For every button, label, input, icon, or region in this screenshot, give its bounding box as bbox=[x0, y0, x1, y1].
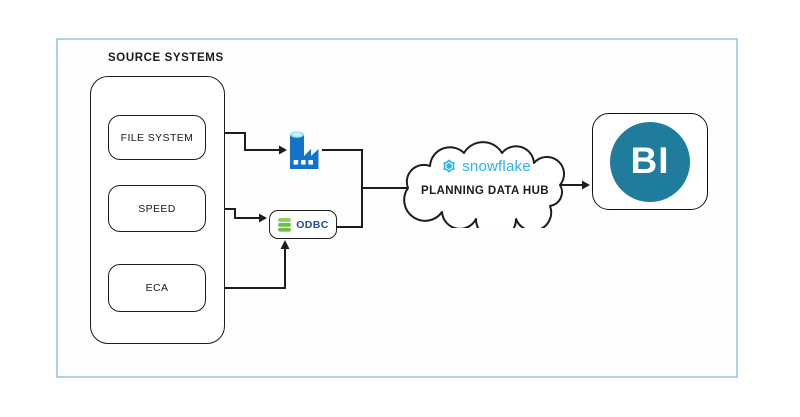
source-systems-title: SOURCE SYSTEMS bbox=[108, 52, 224, 64]
node-eca-label: ECA bbox=[145, 282, 169, 294]
planning-data-hub-label: PLANNING DATA HUB bbox=[421, 185, 549, 197]
node-odbc-label: ODBC bbox=[296, 218, 329, 231]
node-eca: ECA bbox=[108, 264, 206, 312]
bi-label: BI bbox=[630, 140, 670, 181]
cloud-shape bbox=[403, 141, 565, 228]
node-file-system-label: FILE SYSTEM bbox=[120, 131, 194, 144]
snowflake-brand-text: snowflake bbox=[462, 157, 531, 175]
database-icon bbox=[278, 217, 292, 232]
node-odbc: ODBC bbox=[269, 210, 337, 239]
snowflake-logo: snowflake bbox=[400, 156, 570, 176]
snowflake-icon bbox=[442, 159, 456, 173]
node-bi: BI bbox=[592, 113, 708, 210]
factory-icon bbox=[290, 131, 319, 169]
node-speed-label: SPEED bbox=[138, 202, 176, 215]
node-file-system: FILE SYSTEM bbox=[108, 115, 206, 160]
node-speed: SPEED bbox=[108, 185, 206, 232]
bi-circle: BI bbox=[610, 121, 690, 202]
